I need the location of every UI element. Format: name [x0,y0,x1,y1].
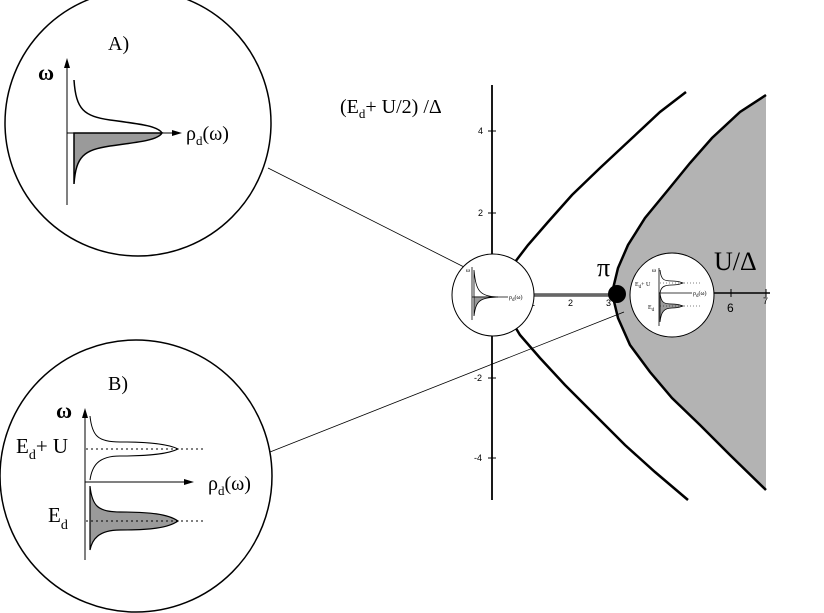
inset-small-right-omega: ω [652,268,656,274]
inset-b-rho: ρd(ω) [208,473,251,498]
connector-b [269,311,625,453]
inset-small-left: ω ρd(ω) [451,253,535,337]
pi-point [608,285,626,303]
y-tick-label-m2: -2 [474,373,482,383]
inset-a-title: A) [108,33,129,55]
connector-a [267,167,467,269]
left-boundary-upper [506,91,687,276]
inset-a-omega: ω [38,60,54,85]
pi-label: π [597,253,610,282]
inset-b-omega: ω [56,398,72,423]
right-boundary-curve [610,93,767,491]
inset-a: A) ω ρd(ω) [4,0,272,257]
inset-small-right-lower: Ed [648,305,655,313]
x-axis-label: U/Δ [714,247,757,276]
inset-b-title: B) [108,373,128,395]
inset-small-right-rho: ρd(ω) [693,290,706,299]
inset-b: B) ω Ed+ U Ed ρd(ω) [0,339,273,613]
y-tick-label-m4: -4 [474,453,482,463]
inset-small-left-omega: ω [466,268,470,274]
y-tick-label-4: 4 [478,126,483,136]
inset-a-rho: ρd(ω) [186,123,229,148]
x-tick-label-2: 2 [568,298,573,308]
inset-small-left-rho: ρd(ω) [509,294,522,303]
x-tick-label-7: 7 [763,296,768,306]
x-tick-label-3: 3 [606,298,611,308]
inset-small-right-upper: Ed+ U [635,282,651,290]
y-axis-label: (Ed+ U/2) /Δ [340,96,442,121]
inset-small-right: ω Ed+ U Ed ρd(ω) [629,252,715,338]
left-boundary-lower [506,314,689,501]
y-tick-label-2: 2 [478,208,483,218]
x-tick-label-6: 6 [727,301,734,315]
